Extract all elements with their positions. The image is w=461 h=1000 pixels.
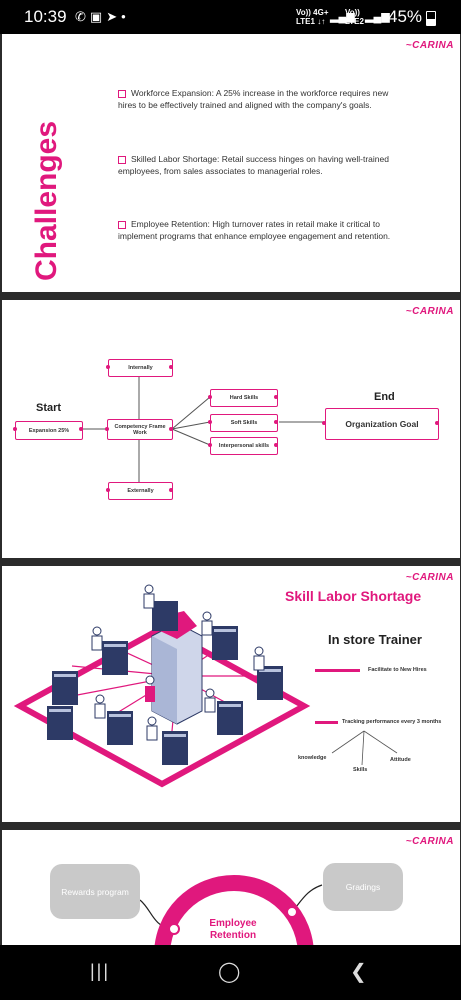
carina-logo: ~CARINA — [405, 40, 454, 51]
start-label: Start — [36, 402, 62, 414]
navigation-bar: ||| ◯ ❮ — [0, 945, 461, 1000]
dot-icon: • — [121, 9, 130, 24]
checkbox-icon — [118, 89, 126, 98]
item-facilitate: Facilitate to New Hires — [368, 667, 427, 673]
connector-dot — [105, 427, 109, 431]
gradings-box: Gradings — [323, 863, 403, 911]
connector-dot — [208, 420, 212, 424]
slide-employee-retention[interactable]: ~CARINA Rewards program Gradings Employe… — [2, 830, 460, 945]
expansion-box: Expansion 25% — [15, 421, 83, 440]
connector-dot — [169, 365, 173, 369]
network-sim1: Vo)) 4G+ LTE1 ↓↑ — [296, 8, 329, 26]
interpersonal-skills-box: Interpersonal skills — [210, 437, 278, 455]
status-bar: 10:39 ✆▣➤• Vo)) 4G+ LTE1 ↓↑ ▂▄▆ Vo)) LTE… — [0, 0, 461, 34]
slide-challenges[interactable]: ~CARINA Challenges Workforce Expansion: … — [2, 34, 460, 292]
slide-subtitle: In store Trainer — [328, 632, 422, 647]
home-icon[interactable]: ◯ — [218, 961, 241, 983]
network-sim2: Vo)) LTE2 — [345, 8, 364, 26]
connector-dot — [274, 443, 278, 447]
network-illustration — [13, 584, 311, 788]
slide-skill-labor-shortage[interactable]: ~CARINA — [2, 566, 460, 822]
item-tracking: Tracking performance every 3 months — [342, 719, 442, 725]
carina-logo: ~CARINA — [405, 572, 454, 583]
checkbox-icon — [118, 220, 126, 229]
connector-dot — [274, 420, 278, 424]
connector-dot — [79, 427, 83, 431]
branch-lines — [331, 730, 398, 766]
whatsapp-icon: ✆ — [75, 9, 90, 24]
competency-framework-box: Competency Frame Work — [107, 419, 173, 440]
flow-connectors — [82, 373, 324, 482]
connector-dot — [208, 395, 212, 399]
organization-goal-box: Organization Goal — [325, 408, 439, 440]
externally-box: Externally — [108, 482, 173, 500]
signal-icon-2: ▂▄▆ — [365, 11, 390, 23]
rewards-program-box: Rewards program — [50, 864, 140, 919]
back-icon[interactable]: ❮ — [350, 961, 367, 983]
connector-dot — [169, 488, 173, 492]
connector-dot — [13, 427, 17, 431]
carina-logo: ~CARINA — [405, 306, 454, 317]
telegram-icon: ➤ — [106, 9, 122, 24]
connector-dot — [322, 421, 326, 425]
connector-dot — [106, 488, 110, 492]
recents-icon[interactable]: ||| — [90, 961, 111, 981]
notification-icons: ✆▣➤• — [75, 9, 130, 25]
hard-skills-box: Hard Skills — [210, 389, 278, 407]
checkbox-icon — [118, 155, 126, 164]
end-label: End — [374, 391, 395, 403]
employee-retention-label: Employee Retention — [209, 918, 257, 941]
branch-attitude: Attitude — [390, 757, 411, 763]
clock: 10:39 — [24, 7, 67, 26]
gallery-icon: ▣ — [89, 9, 107, 24]
battery-icon — [426, 11, 436, 26]
bullet-workforce: Workforce Expansion: A 25% increase in t… — [118, 88, 389, 110]
slide-competency-flow[interactable]: ~CARINA Start End Expansion 25% Competen… — [2, 300, 460, 558]
slide-title: Challenges — [30, 120, 63, 282]
signal-icon: ▂▄▆ — [330, 11, 355, 23]
pink-bar — [315, 669, 360, 672]
connector-dot — [208, 443, 212, 447]
carina-logo: ~CARINA — [405, 836, 454, 847]
soft-skills-box: Soft Skills — [210, 414, 278, 432]
internally-box: Internally — [108, 359, 173, 377]
bullet-retention: Employee Retention: High turnover rates … — [118, 219, 391, 241]
battery-percent: 45% — [388, 7, 423, 26]
slide-title: Skill Labor Shortage — [285, 588, 422, 604]
retention-diagram — [139, 875, 323, 945]
bullet-skilled-labor: Skilled Labor Shortage: Retail success h… — [118, 154, 389, 176]
connector-dot — [106, 365, 110, 369]
branch-knowledge: knowledge — [298, 755, 327, 761]
connector-dot — [435, 421, 439, 425]
branch-skills: Skills — [353, 767, 368, 773]
connector-dot — [169, 427, 173, 431]
pink-bar — [315, 721, 338, 724]
connector-dot — [274, 395, 278, 399]
